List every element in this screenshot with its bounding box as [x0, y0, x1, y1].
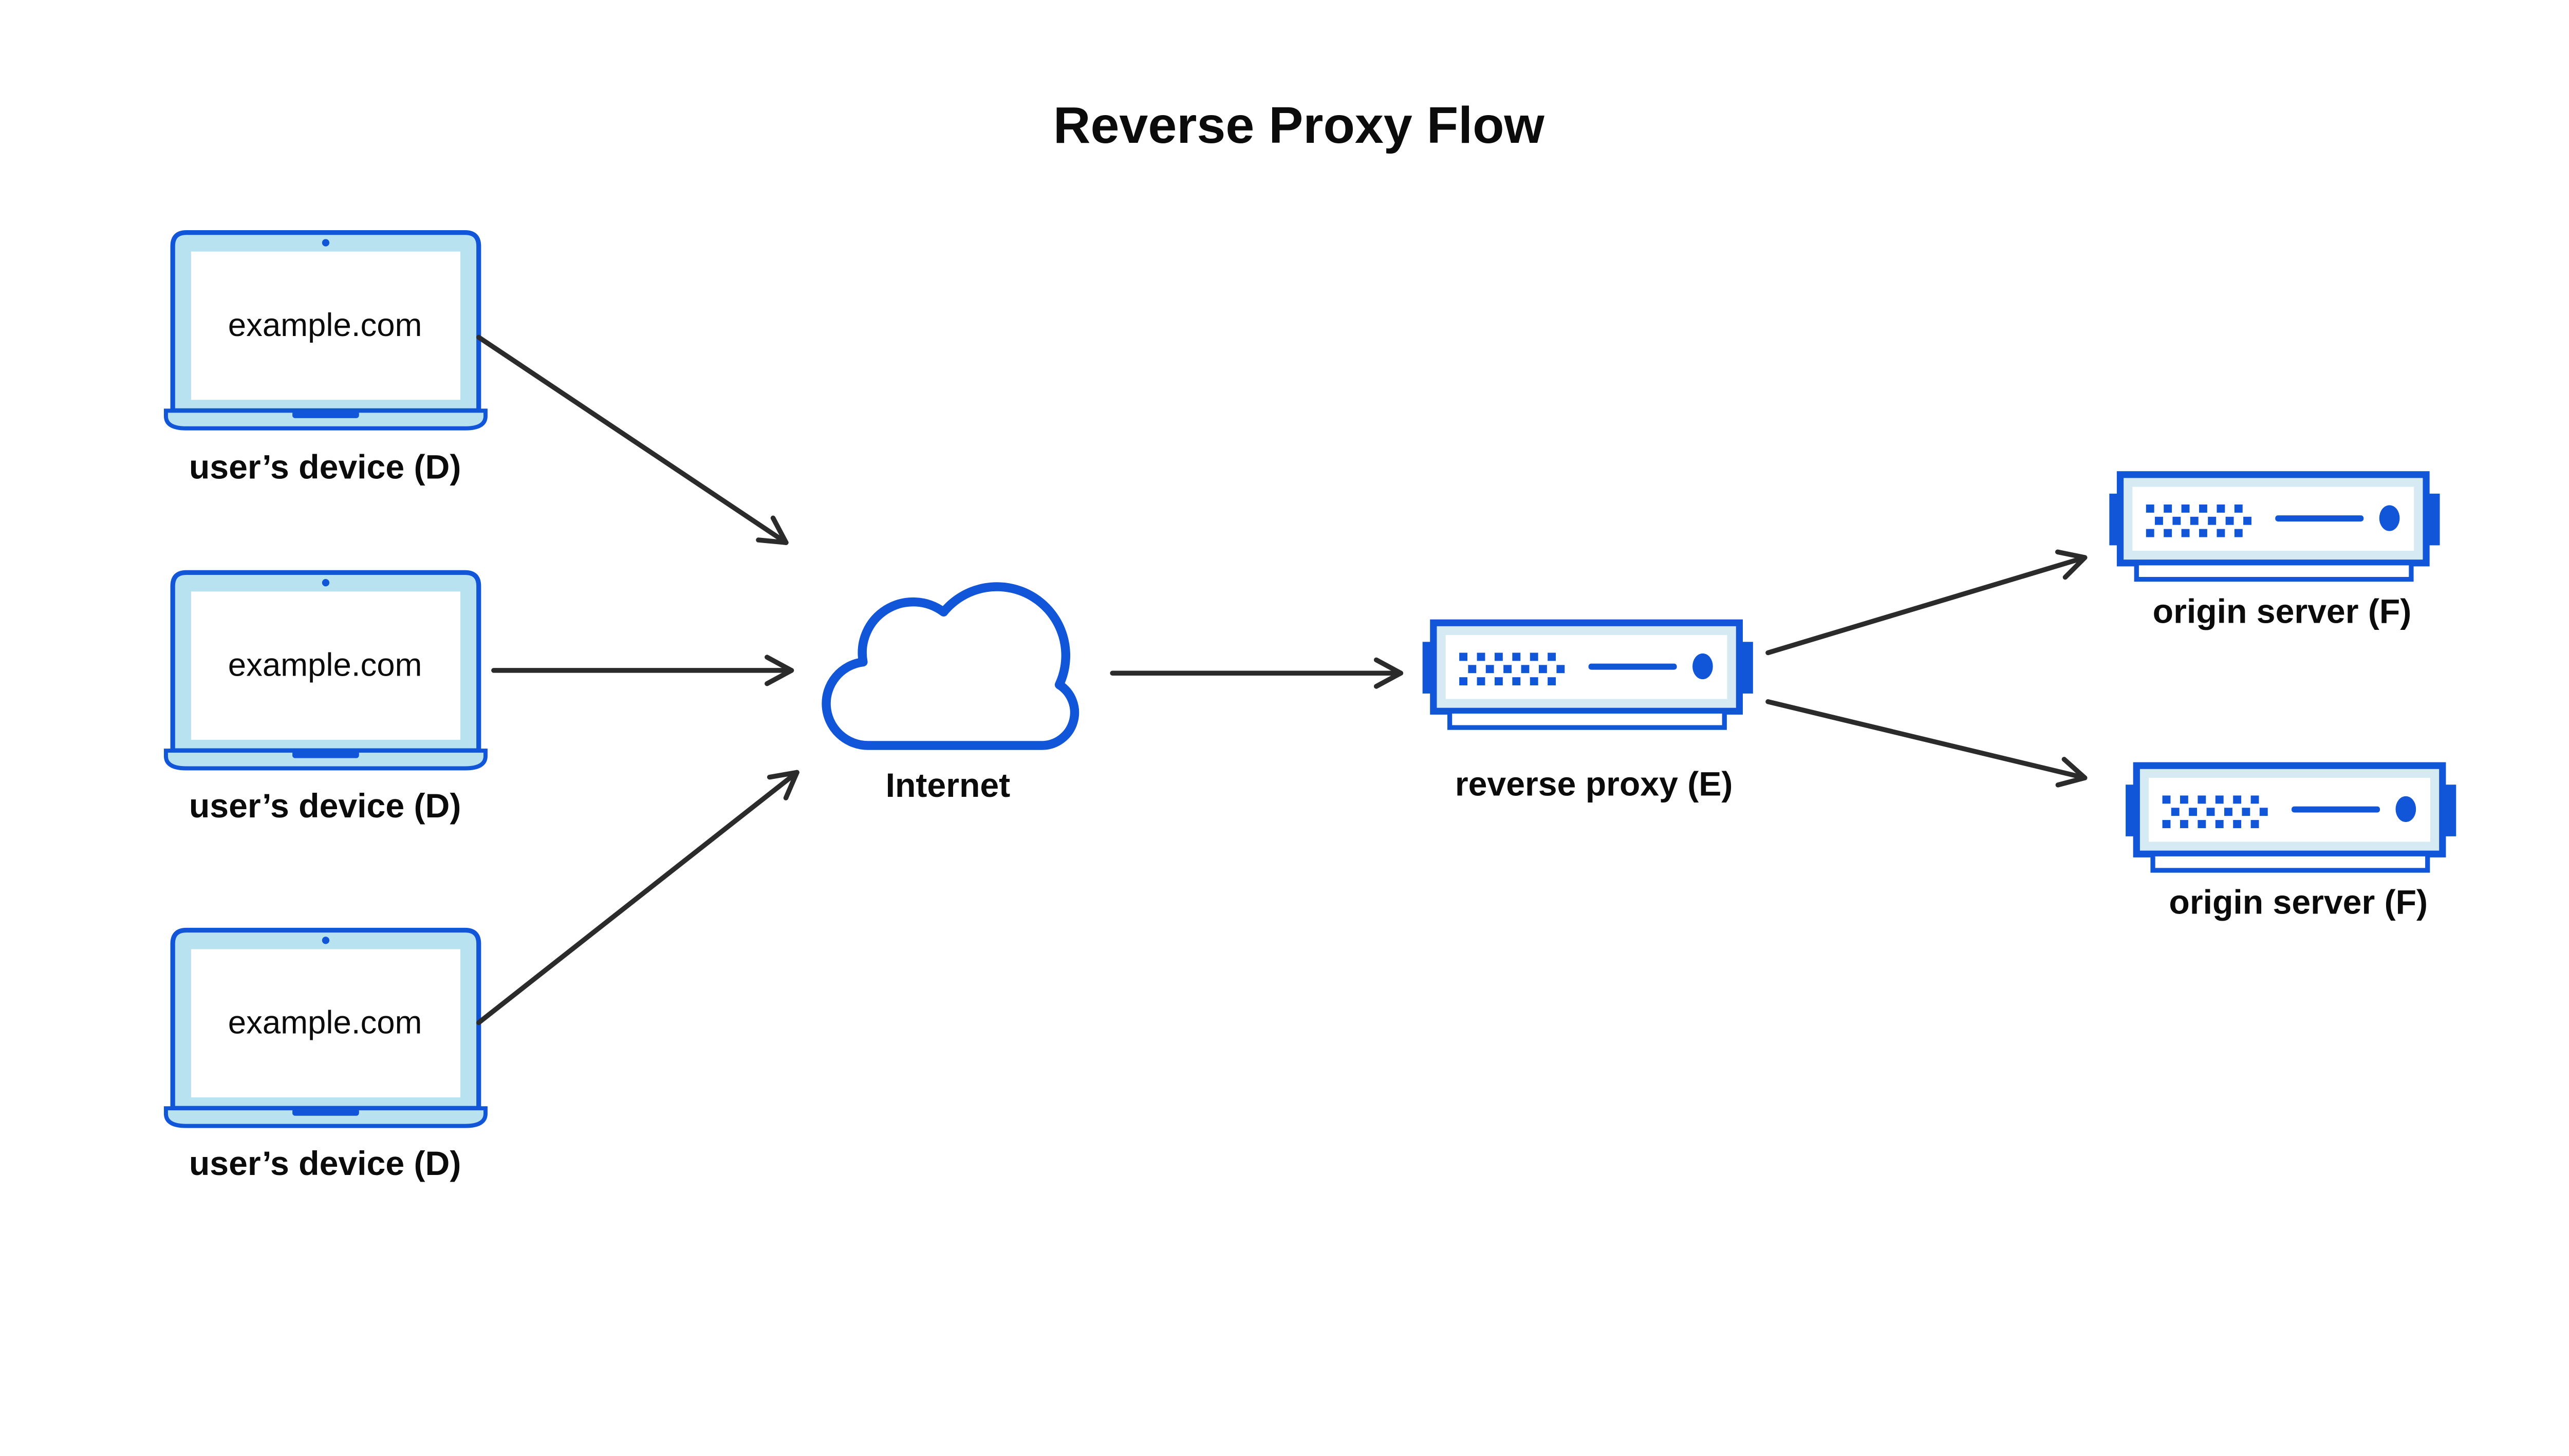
user-device-2-node: example.com user’s device (D) [166, 572, 486, 825]
arrow-proxy-to-origin2 [1765, 699, 2088, 788]
cloud-icon [822, 582, 1079, 750]
device-screen-label: example.com [228, 647, 422, 683]
reverse-proxy-caption: reverse proxy (E) [1455, 765, 1733, 803]
device-screen-label: example.com [228, 307, 422, 343]
arrow-device3-to-internet [476, 770, 799, 1025]
internet-caption: Internet [886, 767, 1011, 805]
origin-server-1-node: origin server (F) [2109, 475, 2440, 630]
server-icon [2126, 766, 2456, 870]
reverse-proxy-flow-diagram: Reverse Proxy Flow example.com user’s de… [163, 96, 2460, 1183]
device-caption: user’s device (D) [189, 787, 461, 825]
user-device-1-node: example.com user’s device (D) [166, 233, 486, 487]
origin-server-2-node: origin server (F) [2126, 766, 2456, 922]
user-device-3-node: example.com user’s device (D) [166, 930, 486, 1183]
edges [476, 334, 2088, 1025]
device-caption: user’s device (D) [189, 1145, 461, 1183]
page-title: Reverse Proxy Flow [1053, 97, 1545, 154]
origin-server-caption: origin server (F) [2169, 884, 2428, 922]
arrow-proxy-to-origin1 [1765, 549, 2088, 656]
server-icon [1423, 623, 1753, 727]
device-caption: user’s device (D) [189, 449, 461, 487]
origin-server-caption: origin server (F) [2153, 592, 2412, 630]
internet-node: Internet [822, 582, 1079, 805]
reverse-proxy-node: reverse proxy (E) [1423, 623, 1753, 803]
arrow-device1-to-internet [476, 334, 789, 545]
device-screen-label: example.com [228, 1004, 422, 1041]
server-icon [2109, 475, 2440, 580]
